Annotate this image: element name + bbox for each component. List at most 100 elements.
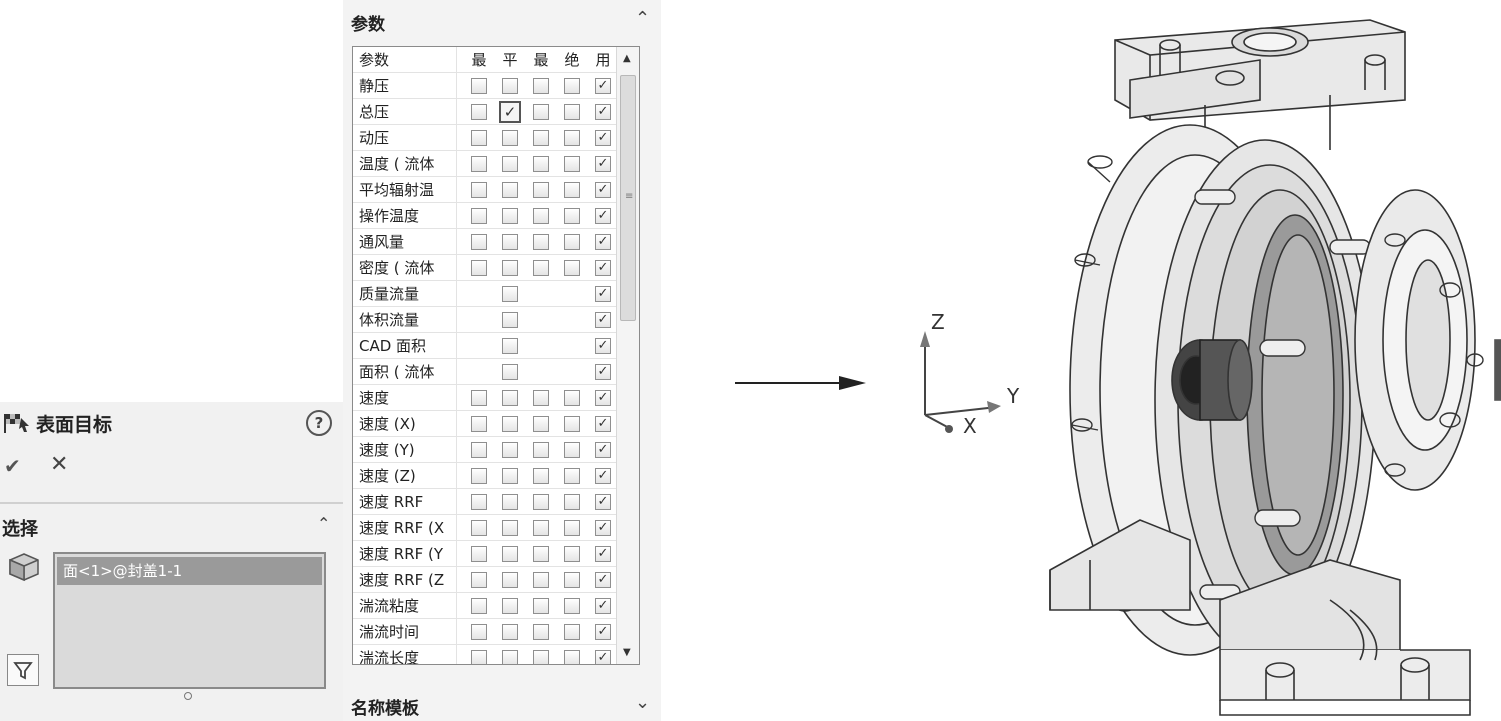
- parameter-checkbox[interactable]: ✓: [595, 416, 611, 432]
- selected-faces-list[interactable]: 面<1>@封盖1-1: [53, 552, 326, 689]
- parameter-checkbox[interactable]: [533, 520, 549, 536]
- parameter-checkbox[interactable]: ✓: [595, 650, 611, 664]
- table-row[interactable]: 速度 RRF (X✓: [353, 515, 616, 541]
- parameter-checkbox[interactable]: [502, 650, 518, 664]
- column-header[interactable]: 平: [502, 51, 518, 69]
- parameter-checkbox[interactable]: [471, 182, 487, 198]
- parameter-checkbox[interactable]: [564, 234, 580, 250]
- filter-icon[interactable]: [7, 654, 39, 686]
- parameter-checkbox[interactable]: ✓: [595, 260, 611, 276]
- parameter-checkbox[interactable]: [471, 156, 487, 172]
- parameter-checkbox[interactable]: [502, 156, 518, 172]
- parameter-checkbox[interactable]: ✓: [595, 520, 611, 536]
- table-row[interactable]: 湍流时间✓: [353, 619, 616, 645]
- parameter-checkbox[interactable]: [471, 650, 487, 664]
- table-row[interactable]: CAD 面积✓: [353, 333, 616, 359]
- parameter-checkbox[interactable]: [564, 104, 580, 120]
- parameter-checkbox[interactable]: [564, 208, 580, 224]
- parameter-checkbox[interactable]: [564, 624, 580, 640]
- parameter-checkbox[interactable]: ✓: [595, 572, 611, 588]
- parameter-checkbox[interactable]: [471, 572, 487, 588]
- scroll-down-icon[interactable]: ▼: [623, 647, 631, 658]
- parameter-checkbox[interactable]: [564, 494, 580, 510]
- table-row[interactable]: 湍流粘度✓: [353, 593, 616, 619]
- parameter-checkbox[interactable]: [533, 546, 549, 562]
- parameter-checkbox[interactable]: [533, 182, 549, 198]
- help-icon[interactable]: ?: [306, 410, 332, 436]
- chevron-down-icon[interactable]: ⌄: [635, 692, 651, 713]
- parameter-checkbox[interactable]: [533, 104, 549, 120]
- parameter-checkbox[interactable]: ✓: [595, 390, 611, 406]
- table-row[interactable]: 速度 RRF (Y✓: [353, 541, 616, 567]
- chevron-up-icon[interactable]: ⌃: [635, 8, 651, 29]
- parameter-checkbox[interactable]: [502, 208, 518, 224]
- parameter-checkbox[interactable]: ✓: [595, 156, 611, 172]
- parameter-checkbox[interactable]: [533, 208, 549, 224]
- parameter-checkbox[interactable]: [564, 442, 580, 458]
- parameter-checkbox[interactable]: [471, 624, 487, 640]
- parameter-checkbox[interactable]: [502, 312, 518, 328]
- parameter-checkbox[interactable]: [502, 338, 518, 354]
- parameter-checkbox[interactable]: [502, 260, 518, 276]
- table-row[interactable]: 温度 ( 流体✓: [353, 151, 616, 177]
- parameter-checkbox[interactable]: [502, 390, 518, 406]
- parameter-checkbox[interactable]: ✓: [595, 78, 611, 94]
- parameter-checkbox[interactable]: ✓: [595, 468, 611, 484]
- parameter-checkbox[interactable]: [502, 234, 518, 250]
- parameter-checkbox[interactable]: ✓: [595, 234, 611, 250]
- parameter-checkbox[interactable]: [471, 234, 487, 250]
- parameter-checkbox[interactable]: ✓: [595, 208, 611, 224]
- parameter-checkbox[interactable]: [502, 364, 518, 380]
- parameter-checkbox[interactable]: ✓: [595, 338, 611, 354]
- table-row[interactable]: 速度 (X)✓: [353, 411, 616, 437]
- parameter-checkbox[interactable]: [502, 78, 518, 94]
- table-row[interactable]: 速度 RRF (Z✓: [353, 567, 616, 593]
- ok-button[interactable]: ✔: [4, 454, 21, 478]
- parameter-checkbox[interactable]: [502, 572, 518, 588]
- parameter-checkbox[interactable]: [471, 130, 487, 146]
- column-header[interactable]: 绝: [564, 51, 580, 69]
- table-row[interactable]: 总压✓✓: [353, 99, 616, 125]
- table-row[interactable]: 速度 RRF✓: [353, 489, 616, 515]
- parameter-checkbox[interactable]: [533, 156, 549, 172]
- chevron-up-icon[interactable]: ⌃: [317, 514, 331, 533]
- list-item[interactable]: 面<1>@封盖1-1: [57, 557, 322, 585]
- parameter-checkbox[interactable]: ✓: [595, 494, 611, 510]
- parameter-checkbox[interactable]: [564, 416, 580, 432]
- parameter-checkbox[interactable]: [564, 260, 580, 276]
- parameter-checkbox[interactable]: [471, 520, 487, 536]
- parameter-checkbox[interactable]: ✓: [595, 624, 611, 640]
- table-row[interactable]: 静压✓: [353, 73, 616, 99]
- column-header[interactable]: 最: [533, 51, 549, 69]
- parameter-checkbox[interactable]: [502, 130, 518, 146]
- table-row[interactable]: 湍流长度✓: [353, 645, 616, 664]
- parameter-checkbox[interactable]: ✓: [595, 286, 611, 302]
- table-row[interactable]: 速度 (Y)✓: [353, 437, 616, 463]
- parameter-checkbox[interactable]: [502, 416, 518, 432]
- selection-section-title[interactable]: 选择: [2, 519, 38, 540]
- parameter-checkbox[interactable]: ✓: [595, 182, 611, 198]
- parameter-checkbox[interactable]: [564, 650, 580, 664]
- parameter-checkbox[interactable]: [502, 546, 518, 562]
- parameter-checkbox[interactable]: [471, 260, 487, 276]
- table-row[interactable]: 质量流量✓: [353, 281, 616, 307]
- parameter-checkbox[interactable]: ✓: [595, 312, 611, 328]
- parameter-checkbox[interactable]: ✓: [595, 442, 611, 458]
- parameter-checkbox[interactable]: [471, 104, 487, 120]
- parameter-checkbox[interactable]: [471, 546, 487, 562]
- parameter-checkbox[interactable]: [502, 494, 518, 510]
- table-row[interactable]: 平均辐射温✓: [353, 177, 616, 203]
- parameter-checkbox[interactable]: [533, 494, 549, 510]
- parameter-checkbox[interactable]: [471, 78, 487, 94]
- parameter-checkbox[interactable]: [533, 624, 549, 640]
- parameter-checkbox[interactable]: [502, 468, 518, 484]
- parameters-header[interactable]: 参数 ⌃: [343, 0, 661, 40]
- name-template-header[interactable]: 名称模板 ⌄: [343, 686, 661, 721]
- scroll-up-icon[interactable]: ▲: [623, 53, 631, 64]
- parameter-checkbox[interactable]: [564, 156, 580, 172]
- parameter-checkbox[interactable]: [533, 598, 549, 614]
- resize-handle[interactable]: [184, 692, 192, 700]
- table-row[interactable]: 通风量✓: [353, 229, 616, 255]
- parameter-checkbox[interactable]: [533, 130, 549, 146]
- parameter-checkbox[interactable]: [471, 390, 487, 406]
